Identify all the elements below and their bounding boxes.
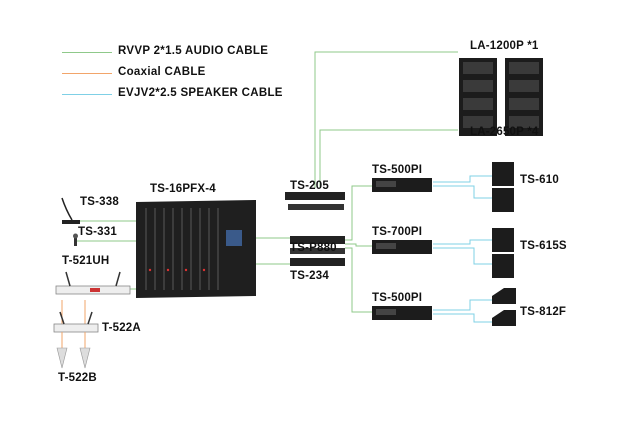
line-array-right [505,58,543,136]
label-speaker-array-bottom: LA-2650P *4 [470,126,539,138]
label-speaker1: TS-610 [520,174,559,186]
label-antenna-distributor: T-522A [102,322,141,334]
antenna-graphic [56,332,91,369]
line-array-left [459,58,497,136]
label-wireless-receiver: T-521UH [62,255,110,267]
legend-audio-line [62,52,112,53]
label-amp1: TS-500PI [372,164,423,176]
label-processor: TS-P880 [290,242,337,254]
label-handheld-mic: TS-331 [78,226,117,238]
legend-coax-line [62,73,112,74]
handheld-mic-graphic [73,233,78,246]
wireless-receiver-graphic [55,271,131,295]
speaker-cables [433,175,492,323]
speaker1-graphic [492,162,514,212]
label-amp2: TS-700PI [372,226,423,238]
amp3-graphic [372,306,432,320]
antenna-distributor-graphic [53,311,99,333]
processor-rack-graphic [285,192,345,266]
amp1-graphic [372,178,432,192]
legend-coax-label: Coaxial CABLE [118,66,206,78]
legend-audio-label: RVVP 2*1.5 AUDIO CABLE [118,45,269,57]
label-amp3: TS-500PI [372,292,423,304]
mixer-graphic [136,200,256,298]
legend-speaker-label: EVJV2*2.5 SPEAKER CABLE [118,87,283,99]
coax-cables [61,300,86,324]
label-crossover: TS-205 [290,180,329,192]
label-antenna: T-522B [58,372,97,384]
label-mixer: TS-16PFX-4 [150,183,216,195]
label-feedback-suppressor: TS-234 [290,270,329,282]
amp2-graphic [372,240,432,254]
label-speaker-array-top: LA-1200P *1 [470,40,539,52]
gooseneck-mic-graphic [61,197,80,224]
label-speaker3: TS-812F [520,306,567,318]
speaker3-graphic [492,288,516,326]
speaker2-graphic [492,228,514,278]
label-gooseneck-mic: TS-338 [80,196,119,208]
label-speaker2: TS-615S [520,240,567,252]
legend-speaker-line [62,94,112,95]
audio-cables [76,51,458,313]
